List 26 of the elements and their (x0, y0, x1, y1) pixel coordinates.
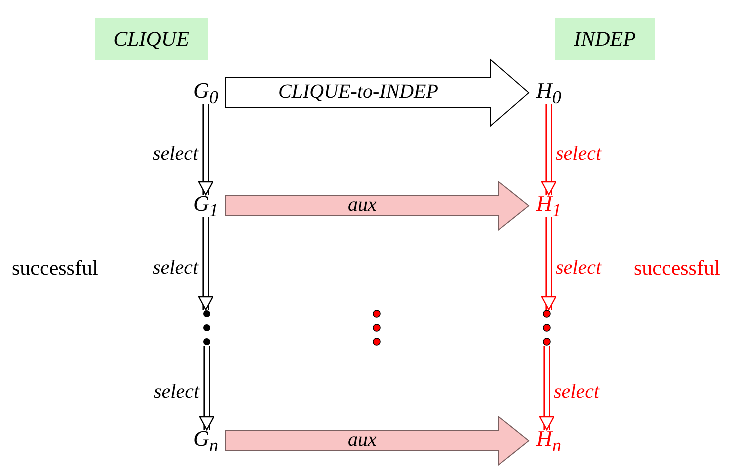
double-arrow (539, 346, 555, 431)
heading-box: INDEP (555, 18, 655, 60)
block-arrow (226, 58, 530, 128)
edge-label: select (153, 258, 199, 278)
graph-label: G$_{n}$ (193, 428, 219, 454)
graph-label: H$_{n}$ (536, 428, 562, 454)
double-arrow (198, 104, 214, 196)
graph-label: H$_{0}$ (536, 80, 562, 106)
edge-label: select (153, 144, 199, 164)
double-arrow (199, 346, 215, 431)
block-arrow (226, 180, 530, 232)
block-arrow (226, 416, 530, 466)
double-arrow (541, 104, 557, 196)
edge-label: CLIQUE-to-INDEP (278, 82, 438, 102)
graph-label: H$_{1}$ (536, 192, 562, 220)
status-label: successful (634, 258, 720, 279)
status-label: successful (12, 258, 98, 279)
edge-label: aux (348, 430, 377, 450)
heading-box: CLIQUE (95, 18, 208, 60)
double-arrow (198, 217, 214, 311)
edge-label: select (556, 258, 602, 278)
double-arrow (541, 217, 557, 311)
graph-label: G$_{0}$ (193, 80, 219, 106)
edge-label: aux (348, 195, 377, 215)
edge-label: select (556, 144, 602, 164)
graph-label: G$_{1}$ (193, 192, 219, 220)
